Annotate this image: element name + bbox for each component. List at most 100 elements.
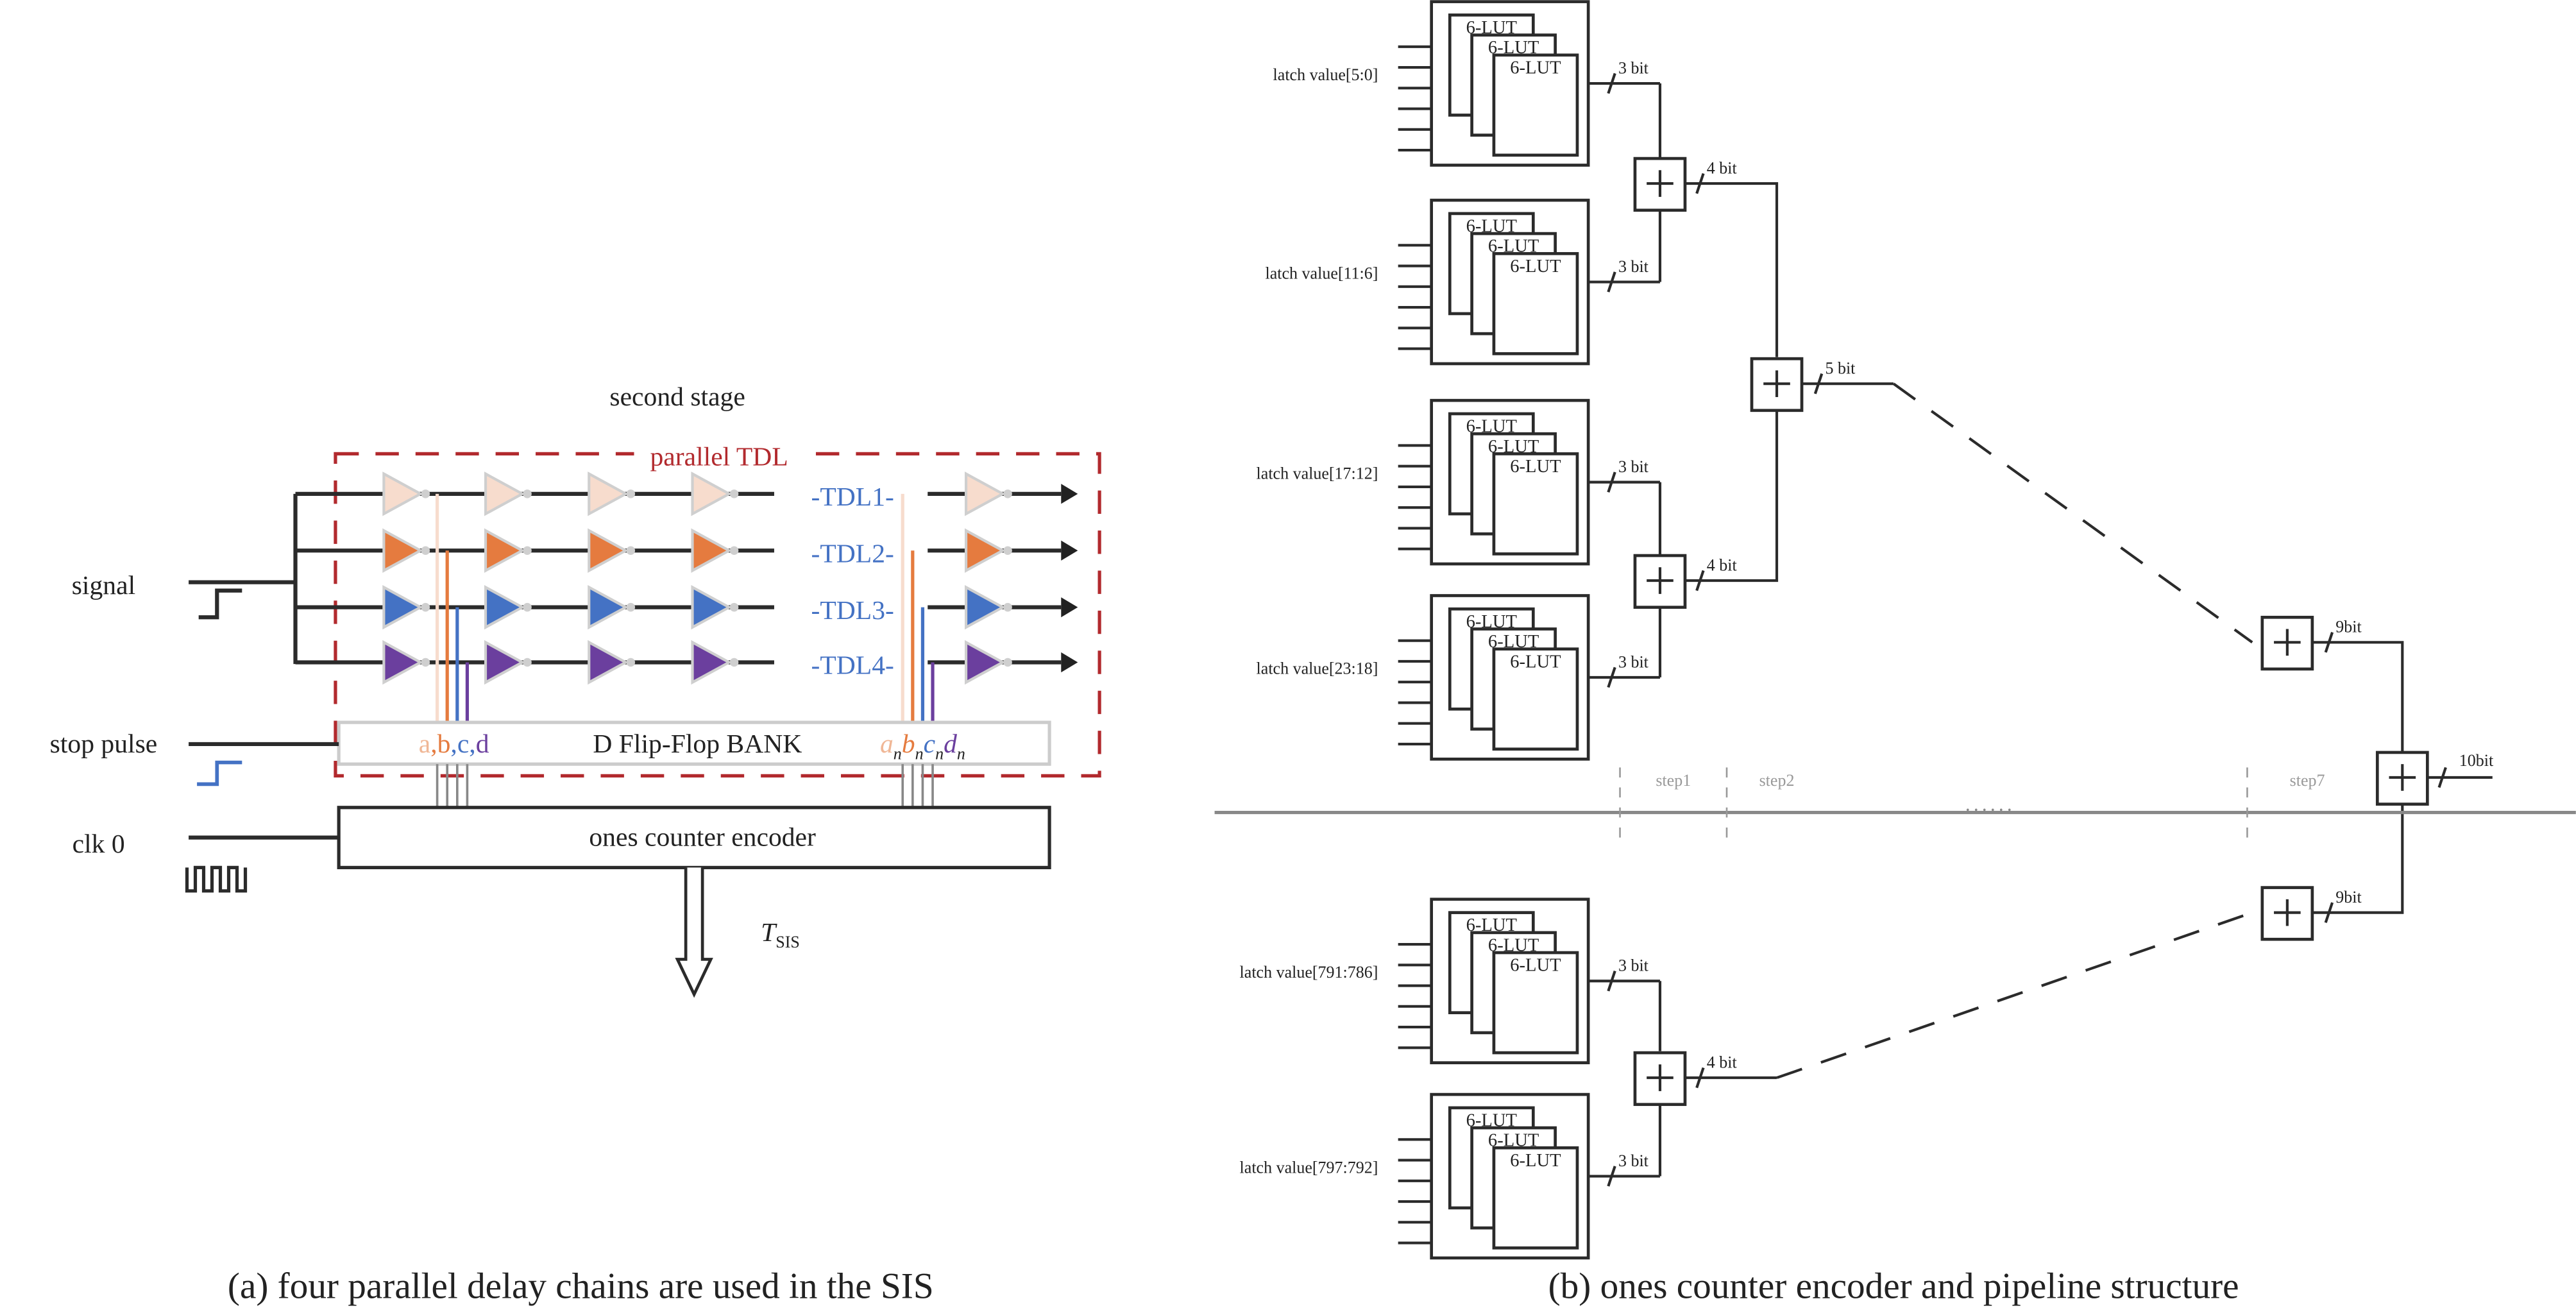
bit-width-label: 3 bit (1618, 257, 1649, 276)
latch-value-label: latch value[797:792] (1240, 1158, 1378, 1176)
buffer-icon (484, 528, 525, 573)
lut-box (1492, 1146, 1579, 1250)
sub: n (894, 744, 902, 763)
caption-a: (a) four parallel delay chains are used … (228, 1266, 934, 1306)
arrow-head-icon (1061, 652, 1078, 673)
buffer-output-dot (421, 658, 430, 667)
buffer-output-dot (421, 546, 430, 556)
bus-width-tick (2324, 902, 2334, 923)
buffer-output-dot (626, 602, 636, 612)
buffer-output-dot (421, 489, 430, 498)
bit-width-label: 10bit (2459, 751, 2494, 770)
lut-box (1492, 53, 1579, 157)
ff-bank-label: D Flip-Flop BANK (593, 729, 802, 759)
bus-width-tick (1695, 570, 1705, 591)
lut-label: 6-LUT (1510, 956, 1561, 976)
tap-d: d (476, 729, 489, 759)
tdl-label: -TDL1- (811, 482, 894, 512)
buffer-icon (691, 528, 733, 573)
lut-box (1492, 251, 1579, 355)
step1-label: step1 (1656, 771, 1691, 790)
delay-chain-4: -TDL4- (295, 640, 1078, 685)
bus-width-tick (1607, 72, 1616, 94)
arrow-head-icon (1061, 484, 1078, 504)
tap-c: c (457, 729, 469, 759)
buffer-icon (588, 584, 629, 630)
second-stage-title: second stage (609, 382, 745, 412)
tdl-label: -TDL4- (811, 651, 894, 681)
bus-width-tick (1607, 970, 1616, 992)
tap-an: a (880, 729, 894, 759)
buffer-output-dot (729, 489, 739, 498)
buffer-icon (964, 471, 1006, 516)
tap-a: a (419, 729, 430, 759)
delay-chains: -TDL1- -TDL2- -TDL3- -TDL4- (295, 471, 1078, 685)
tdl-label: -TDL2- (811, 539, 894, 568)
adder-box (1633, 157, 1687, 212)
adder-wire (2312, 804, 2404, 914)
parallel-tdl-label: parallel TDL (650, 443, 788, 472)
buffer-output-dot (1003, 658, 1012, 667)
buffer-icon (484, 471, 525, 516)
step-dividers (1619, 767, 2248, 848)
bit-width-label: 4 bit (1707, 158, 1738, 177)
bus-width-tick (1607, 1166, 1616, 1187)
clock-waveform-icon (185, 865, 248, 893)
lut-label: 6-LUT (1510, 652, 1561, 672)
adder-box (1633, 554, 1687, 609)
buffer-icon (382, 640, 423, 685)
stop-pulse-step-icon (197, 760, 242, 786)
arrow-head-icon (1061, 540, 1078, 561)
stop-pulse-label: stop pulse (50, 729, 158, 759)
buffer-output-dot (523, 602, 532, 612)
buffer-output-dot (626, 658, 636, 667)
lut-box (1492, 647, 1579, 751)
buffer-icon (588, 528, 629, 573)
lut-box (1492, 951, 1579, 1055)
sub: n (915, 744, 924, 763)
caption-b: (b) ones counter encoder and pipeline st… (1548, 1266, 2239, 1306)
latch-value-label: latch value[791:786] (1240, 963, 1378, 981)
ff-bank-box (337, 720, 1051, 766)
buffer-icon (588, 640, 629, 685)
output-arrow-icon (675, 867, 713, 998)
lut-box (1492, 452, 1579, 556)
delay-chain-1: -TDL1- (295, 471, 1078, 516)
buffer-output-dot (729, 602, 739, 612)
adder-wire (2312, 641, 2404, 752)
bus-width-tick (1607, 667, 1616, 688)
panel-a-delay-chains: second stage parallel TDL signal -TDL1--… (50, 382, 1101, 1306)
ff-taps-first: a,b,c,d (419, 729, 489, 759)
adder-wire (1684, 182, 1779, 357)
buffer-output-dot (729, 658, 739, 667)
ff-to-encoder-bus (436, 764, 934, 808)
tap-bn: b (902, 729, 915, 759)
bit-width-label: 3 bit (1618, 1151, 1649, 1170)
buffer-icon (964, 584, 1006, 630)
bit-width-label: 9bit (2335, 888, 2362, 906)
adder-step6-b (2260, 886, 2314, 941)
buffer-icon (691, 584, 733, 630)
signal-step-icon (198, 588, 242, 620)
clk-label: clk 0 (72, 829, 125, 859)
buffer-output-dot (523, 658, 532, 667)
bus-width-tick (1695, 173, 1705, 194)
arrow-head-icon (1061, 597, 1078, 618)
adder-wire (1684, 409, 1779, 582)
lut-label: 6-LUT (1510, 257, 1561, 276)
buffer-output-dot (1003, 602, 1012, 612)
sub: n (957, 744, 965, 763)
tdl-label: -TDL3- (811, 596, 894, 625)
latch-value-label: latch value[5:0] (1273, 65, 1378, 84)
bit-width-label: 9bit (2335, 618, 2362, 636)
bus-width-tick (2324, 632, 2334, 653)
encoder-label: ones counter encoder (589, 823, 816, 853)
adder-step1-a (1633, 157, 1687, 212)
